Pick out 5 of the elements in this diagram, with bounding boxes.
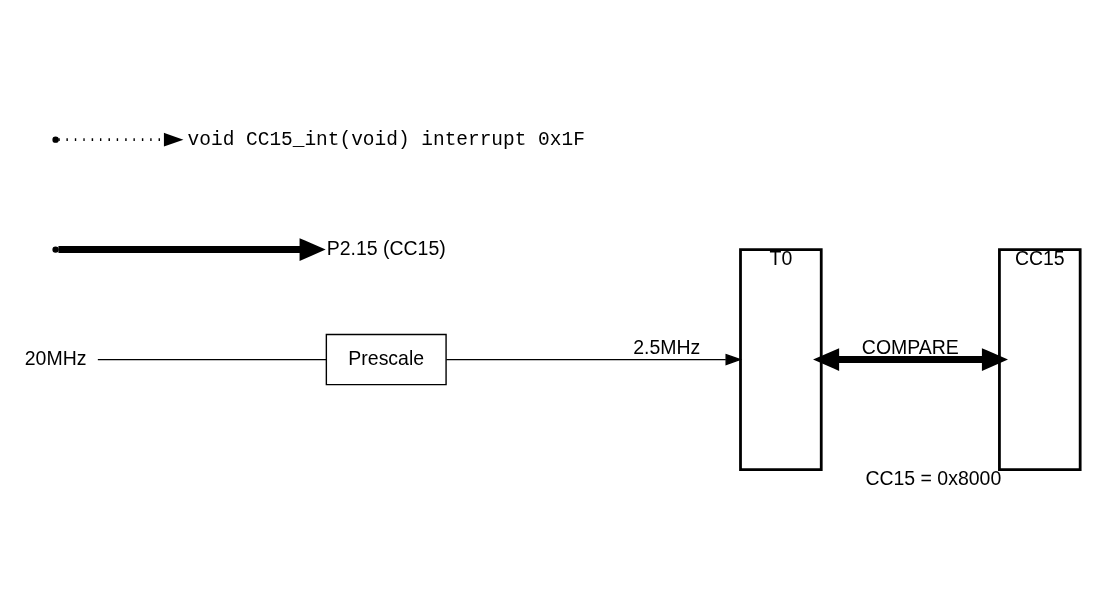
node-text: 20MHz [24, 346, 87, 369]
edge-label: 2.5MHz [633, 335, 701, 358]
edge-label: COMPARE [861, 335, 959, 358]
node-text: void CC15_int(void) interrupt 0x1F [187, 128, 585, 151]
node-text: P2.15 (CC15) [326, 236, 446, 259]
